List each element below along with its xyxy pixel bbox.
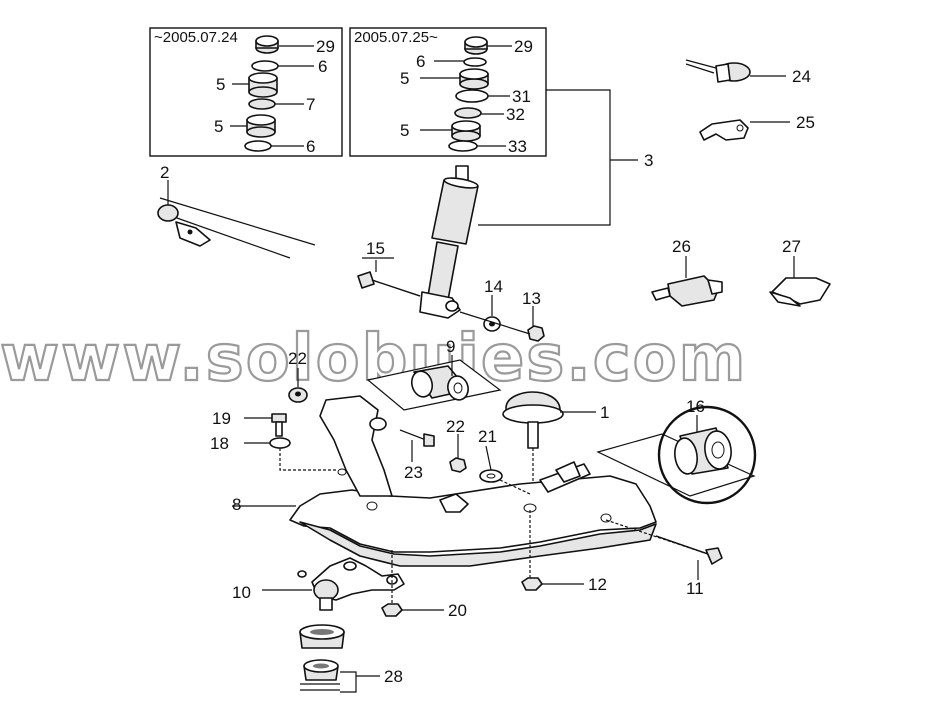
callout-32: 32 xyxy=(506,105,525,124)
washer-18: 18 xyxy=(210,434,291,453)
callout-11: 11 xyxy=(686,579,704,598)
bracket-25: 25 xyxy=(699,113,815,141)
bracket-3: 3 xyxy=(478,89,653,226)
inset-right-title: 2005.07.25~ xyxy=(354,29,438,46)
bump-stop-1: 1 xyxy=(502,391,609,500)
mount-26: 26 xyxy=(651,237,723,307)
callout-1: 1 xyxy=(600,403,609,422)
callout-21: 21 xyxy=(478,427,497,446)
shock-absorber xyxy=(419,165,479,319)
nut-13: 13 xyxy=(522,289,545,342)
callout-26: 26 xyxy=(672,237,691,256)
nut-22-lower: 22 xyxy=(446,417,467,473)
callout-16: 16 xyxy=(686,397,705,416)
inset-right: 2005.07.25~ 29 6 5 31 32 5 xyxy=(349,27,547,157)
callout-5-right-upper: 5 xyxy=(400,69,409,88)
ball-joint-10: 10 xyxy=(232,557,405,611)
stabilizer-bar-2: 2 xyxy=(157,163,316,259)
inset-left-title: ~2005.07.24 xyxy=(154,29,238,46)
callout-18: 18 xyxy=(210,434,229,453)
bolt-15: 15 xyxy=(357,239,421,297)
bushing-5-upper-left xyxy=(248,72,278,98)
nut-29-left xyxy=(255,35,279,54)
callout-13: 13 xyxy=(522,289,541,308)
bracket-24: 24 xyxy=(685,59,811,86)
callout-33: 33 xyxy=(508,137,527,156)
inset-left: ~2005.07.24 29 6 5 7 5 6 xyxy=(149,27,343,157)
bracket-27: 27 xyxy=(769,237,831,307)
nut-12: 12 xyxy=(521,510,607,594)
spacer-32 xyxy=(454,107,482,119)
bushing-5-lower-left xyxy=(246,114,276,138)
callout-12: 12 xyxy=(588,575,607,594)
spacer-7-left xyxy=(248,98,276,110)
callout-28: 28 xyxy=(384,667,403,686)
callout-2: 2 xyxy=(160,163,169,182)
callout-24: 24 xyxy=(792,67,811,86)
washer-6-bottom-left xyxy=(244,140,272,152)
callout-23: 23 xyxy=(404,463,423,482)
callout-5-left-lower: 5 xyxy=(214,117,223,136)
nut-20: 20 xyxy=(381,601,467,620)
callout-8: 8 xyxy=(232,495,241,514)
bushing-5-lower-right xyxy=(451,120,481,142)
callout-20: 20 xyxy=(448,601,467,620)
callout-29-right: 29 xyxy=(514,37,533,56)
callout-6-left-bottom: 6 xyxy=(306,137,315,156)
nut-22-upper: 22 xyxy=(288,349,308,403)
nut-29-right xyxy=(464,36,488,55)
callout-31: 31 xyxy=(512,87,531,106)
callout-14: 14 xyxy=(484,277,503,296)
callout-5-left-upper: 5 xyxy=(216,75,225,94)
crossmember-8: 8 xyxy=(232,395,657,567)
callout-25: 25 xyxy=(796,113,815,132)
callout-6-right: 6 xyxy=(416,52,425,71)
callout-22-upper: 22 xyxy=(288,349,307,368)
callout-27: 27 xyxy=(782,237,801,256)
bolt-11: 11 xyxy=(605,519,723,598)
callout-29-left: 29 xyxy=(316,37,335,56)
callout-22-lower: 22 xyxy=(446,417,465,436)
callout-3: 3 xyxy=(644,151,653,170)
bushing-5-upper-right xyxy=(459,68,489,90)
bushing-16: 16 xyxy=(596,397,757,505)
bolt-19: 19 xyxy=(212,409,287,437)
washer-31 xyxy=(455,89,489,103)
washer-33 xyxy=(448,140,478,152)
callout-7: 7 xyxy=(306,95,315,114)
callout-9: 9 xyxy=(446,337,455,356)
callout-19: 19 xyxy=(212,409,231,428)
bolt-23: 23 xyxy=(399,429,435,482)
washer-6-top-left xyxy=(251,60,279,72)
callout-10: 10 xyxy=(232,583,251,602)
washer-21: 21 xyxy=(478,427,503,483)
callout-6-left-top: 6 xyxy=(318,57,327,76)
washer-6-right xyxy=(463,57,487,67)
callout-5-right-lower: 5 xyxy=(400,121,409,140)
bushing-9: 9 xyxy=(366,337,502,411)
dust-boot-28: 28 xyxy=(299,624,403,693)
callout-15: 15 xyxy=(366,239,385,258)
